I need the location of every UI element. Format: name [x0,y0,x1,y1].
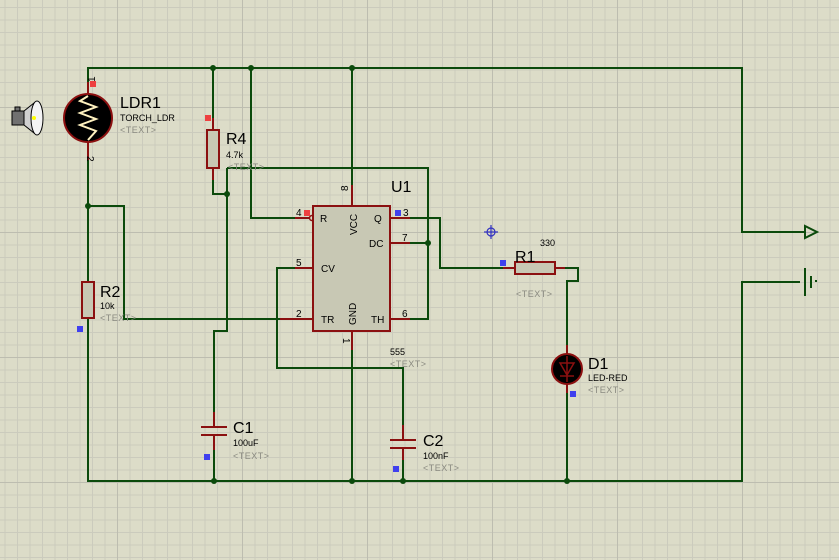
u1-label-th: TH [371,315,384,326]
r2-text: <TEXT> [100,313,137,323]
u1-pin1: 1 [340,338,351,344]
ldr1-text: <TEXT> [120,125,157,135]
pin-markers [77,81,576,472]
u1-label-vcc: VCC [349,214,360,235]
wire-c1[interactable] [213,168,228,412]
r4-ref: R4 [226,131,247,148]
u1-label-dc: DC [369,239,383,250]
ground-icon[interactable] [804,268,817,296]
r4[interactable]: R4 4.7k <TEXT> [206,118,265,180]
wire-trigger[interactable] [88,205,280,320]
wire-top-rail[interactable] [87,67,805,233]
c1[interactable]: C1 100uF <TEXT> [201,412,270,461]
wire-r2-ground[interactable] [87,281,800,482]
r1[interactable]: R1 330 <TEXT> [503,238,565,299]
r4-text: <TEXT> [228,162,265,172]
c2[interactable]: C2 100nF <TEXT> [390,425,460,473]
d1-value: LED-RED [588,373,628,383]
ldr1-ref: LDR1 [120,95,161,112]
c1-ref: C1 [233,420,254,437]
u1-label-cv: CV [321,264,335,275]
wire-r4-bottom[interactable] [212,180,227,195]
c1-value: 100uF [233,438,259,448]
ldr1-pin2: 2 [84,156,95,162]
c2-ref: C2 [423,433,444,450]
u1-text: <TEXT> [390,359,427,369]
c2-text: <TEXT> [423,463,460,473]
torch-icon[interactable] [11,100,44,136]
u1-ref: U1 [391,179,412,196]
u1-pin4: 4 [296,208,302,219]
d1-text: <TEXT> [588,385,625,395]
wire-reset[interactable] [250,68,295,219]
wire-r1-led[interactable] [565,267,579,350]
c1-text: <TEXT> [233,451,270,461]
ldr1[interactable]: 1 2 LDR1 TORCH_LDR <TEXT> [63,76,175,162]
u1-label-tr: TR [321,315,334,326]
ldr1-pin1: 1 [87,76,98,82]
junctions [85,65,570,484]
u1-pin6: 6 [402,309,408,320]
r1-value: 330 [540,238,555,248]
output-terminal-icon[interactable] [804,224,820,240]
d1-led[interactable]: D1 LED-RED <TEXT> [551,345,628,395]
u1-label-gnd: GND [348,303,359,325]
wire-cv[interactable] [276,267,404,425]
u1-label-r: R [320,214,327,225]
u1-555-timer[interactable]: R VCC Q DC CV TR GND TH 4 8 3 7 5 2 6 1 … [280,179,427,369]
wire-output[interactable] [410,217,503,269]
r2-ref: R2 [100,284,121,301]
d1-ref: D1 [588,356,609,373]
r2-value: 10k [100,301,115,311]
u1-pin5: 5 [296,258,302,269]
r1-text: <TEXT> [516,289,553,299]
r4-value: 4.7k [226,150,244,160]
crosshair-cursor-icon [484,225,498,239]
u1-pin7: 7 [402,233,408,244]
u1-value: 555 [390,347,405,357]
ldr1-value: TORCH_LDR [120,113,175,123]
u1-pin2: 2 [296,309,302,320]
r1-ref: R1 [515,249,536,266]
wires[interactable] [87,67,805,482]
c2-value: 100nF [423,451,449,461]
r2[interactable]: R2 10k <TEXT> [81,281,137,323]
u1-pin3: 3 [403,208,409,219]
u1-label-q: Q [374,214,382,225]
u1-pin8: 8 [340,185,351,191]
